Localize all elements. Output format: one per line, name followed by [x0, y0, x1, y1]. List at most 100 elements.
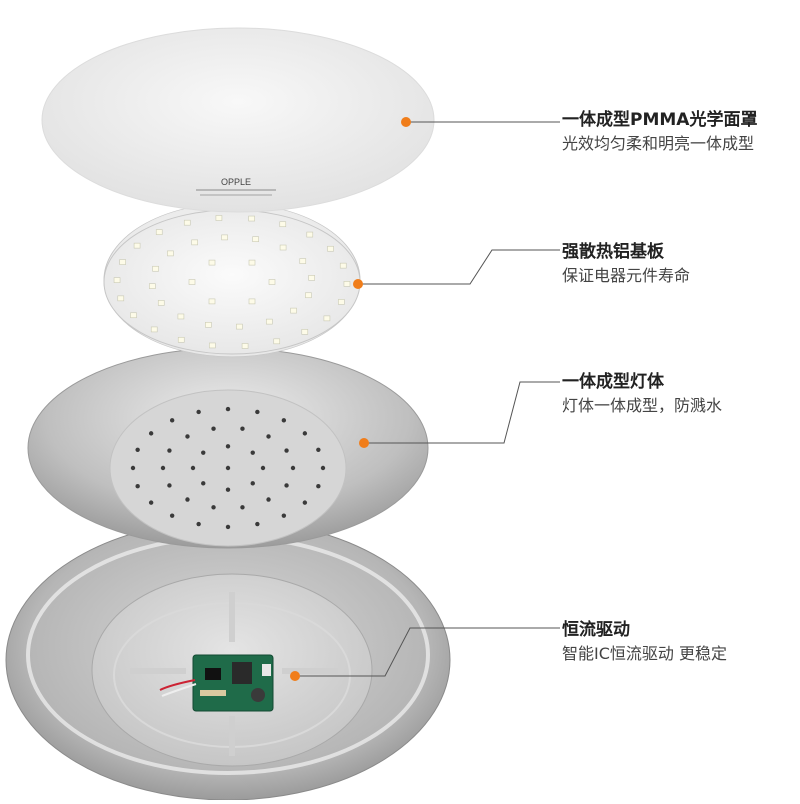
callout-title: 强散热铝基板 [562, 242, 664, 262]
vent-hole [320, 465, 326, 471]
vent-hole [302, 500, 308, 505]
vent-hole [130, 465, 136, 471]
vent-hole [160, 465, 166, 471]
callout-title: 一体成型PMMA光学面罩 [562, 110, 758, 130]
vent-hole [167, 448, 172, 453]
vent-hole [225, 444, 231, 449]
led-chip [338, 299, 345, 305]
vent-hole [135, 484, 140, 489]
callout-dot-2 [353, 279, 363, 289]
led-chip [305, 292, 312, 299]
vent-hole [201, 450, 206, 455]
callout-desc: 灯体一体成型，防溅水 [562, 396, 723, 415]
vent-hole [302, 431, 308, 436]
callout-desc: 保证电器元件寿命 [562, 266, 691, 285]
vent-hole [260, 465, 266, 471]
vent-hole [185, 434, 190, 439]
vent-hole [190, 465, 196, 471]
callout-dot-1 [401, 117, 411, 127]
vent-hole [255, 521, 260, 527]
led-chip [248, 298, 256, 305]
vent-hole [266, 434, 271, 439]
callout-driver: 恒流驱动 智能IC恒流驱动 更稳定 [562, 618, 727, 666]
led-chip [152, 265, 159, 272]
callout-desc: 光效均匀柔和明亮一体成型 [562, 134, 755, 153]
led-chip [155, 229, 163, 235]
vent-hole [196, 521, 201, 527]
led-chip [133, 242, 141, 249]
led-chip [327, 245, 334, 252]
vent-hole [316, 447, 321, 452]
led-chip [215, 215, 223, 221]
led-chip [299, 258, 307, 264]
vent-hole [281, 418, 287, 423]
led-chip [177, 336, 185, 343]
vent-hole [316, 484, 321, 489]
led-chip [157, 300, 165, 306]
vent-hole [169, 513, 175, 518]
led-chip [130, 312, 137, 319]
led-chip [339, 262, 347, 269]
vent-hole [201, 481, 206, 486]
led-chip [279, 244, 287, 251]
led-chip [149, 283, 156, 289]
vent-hole [250, 450, 255, 455]
led-array [113, 215, 351, 349]
led-chip [177, 313, 185, 320]
vent-hole [281, 513, 287, 518]
vent-hole [225, 487, 231, 492]
vent-hole [185, 497, 190, 502]
led-chip [308, 275, 315, 281]
led-chip [343, 281, 351, 287]
led-chip [248, 215, 255, 222]
led-chip [236, 323, 243, 330]
led-chip [279, 221, 287, 228]
led-chip [306, 231, 314, 238]
vent-hole [250, 481, 255, 486]
led-chip [241, 343, 249, 349]
callout-desc: 智能IC恒流驱动 更稳定 [562, 644, 727, 663]
led-chip [268, 279, 276, 285]
vent-hole [290, 465, 296, 471]
vent-hole [225, 406, 231, 412]
callout-board: 强散热铝基板 保证电器元件寿命 [562, 240, 690, 288]
led-chip [266, 318, 273, 325]
vent-hole [284, 483, 289, 488]
cover-brand-logo: OPPLE [221, 177, 251, 187]
vent-hole [211, 426, 216, 431]
led-chip [290, 307, 297, 314]
callout-title: 恒流驱动 [562, 620, 630, 640]
led-chip [191, 239, 198, 246]
driver-board [159, 654, 274, 712]
callout-title: 一体成型灯体 [562, 372, 664, 392]
vent-hole [148, 500, 154, 505]
callout-body: 一体成型灯体 灯体一体成型，防溅水 [562, 370, 722, 418]
vent-hole [167, 483, 172, 488]
led-chip [188, 279, 196, 285]
vent-hole [169, 418, 175, 423]
vent-hole [196, 409, 201, 415]
led-chip [205, 321, 212, 328]
led-chip [117, 295, 125, 302]
pmma-cover: OPPLE [41, 27, 435, 213]
led-chip [208, 259, 216, 266]
vent-hole [255, 409, 260, 415]
vent-hole [211, 505, 216, 510]
vent-hole [148, 431, 154, 436]
led-chip [323, 315, 331, 322]
vent-hole [240, 426, 245, 431]
aluminium-board [103, 202, 361, 358]
led-chip [113, 277, 121, 283]
vent-hole [135, 447, 140, 452]
led-chip [209, 342, 216, 349]
vent-hole [284, 448, 289, 453]
vent-hole [240, 505, 245, 510]
led-chip [119, 259, 126, 265]
led-chip [252, 236, 259, 243]
callout-dot-4 [290, 671, 300, 681]
led-chip [208, 298, 216, 305]
callout-leaders [290, 117, 560, 681]
led-chip [273, 338, 281, 345]
vent-hole [266, 497, 271, 502]
